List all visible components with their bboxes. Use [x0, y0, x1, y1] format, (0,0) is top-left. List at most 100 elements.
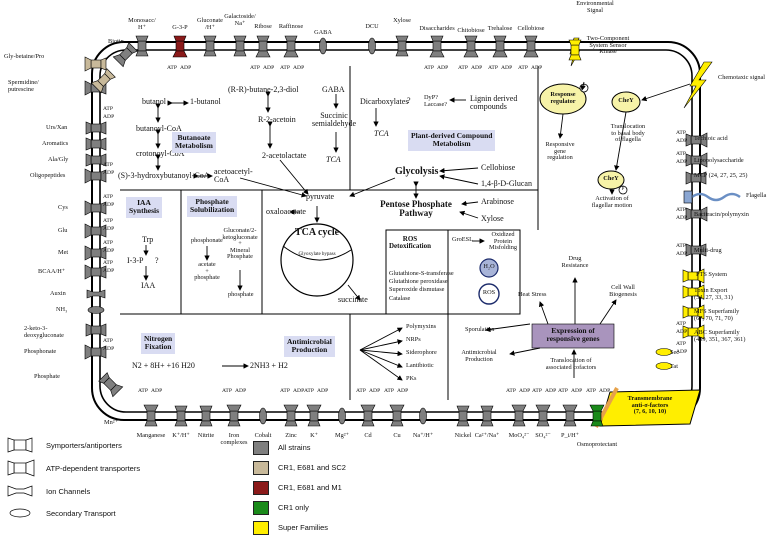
left-transporter-0: [84, 56, 107, 72]
top-transporter-6: [319, 37, 327, 55]
arrow-group: [143, 81, 691, 381]
keto-label: 2-keto-3- deoxygluconate: [24, 325, 64, 339]
bottom-atp-6: ATP: [506, 388, 516, 394]
nh3-label: NH₃: [56, 306, 68, 313]
left-transporter-11: [87, 306, 105, 314]
ros-title: ROS Detoxification: [389, 235, 431, 251]
biotin-label: Biotin: [108, 38, 124, 45]
multidrug-label: Multi-drug: [694, 247, 722, 254]
phos-title: Phosphate Solubilization: [187, 196, 238, 217]
cellobiose-inner-label: Cellobiose: [481, 163, 516, 172]
right-transporter-4: [685, 243, 707, 257]
left-transporter-5: [84, 168, 107, 184]
top-transporter-1: [172, 35, 188, 58]
left-adp-5: ADP: [103, 268, 115, 274]
tca-title: TCA cycle: [294, 227, 340, 238]
legend-swatch-superfam: [253, 521, 269, 535]
left-transporter-10: [86, 289, 106, 299]
cellobiose-top-label: Cellobiose: [517, 25, 545, 32]
urs-label: Urs/Xan: [46, 124, 68, 131]
bacitracin-label: Bacitracin/polymyxin: [694, 211, 749, 218]
superfamily-transporter-3: [682, 324, 705, 340]
right-adp-1: ADP: [676, 159, 688, 165]
bottom-adp-8: ADP: [571, 388, 583, 394]
oxaloacetate-label: oxaloacetate: [266, 207, 306, 216]
top-transporter-4: [255, 35, 271, 58]
left-adp-2: ADP: [103, 202, 115, 208]
arrow-chey: [614, 111, 627, 171]
legend-swatch-cr1e681sc2: [253, 461, 269, 475]
mg-label: Mg²⁺: [335, 432, 349, 439]
arrow-succinate: [347, 284, 361, 301]
nitrite-label: Nitrite: [197, 432, 215, 439]
right-atp-1: ATP: [676, 151, 686, 157]
acetolactate-label: 2-acetolactate: [262, 151, 307, 160]
bottom-adp-7: ADP: [545, 388, 557, 394]
translocation-cofactors-label: Translocation of associated cofactors: [545, 357, 597, 371]
xylose-inner-label: Xylose: [481, 214, 504, 223]
bottom-adp-9: ADP: [599, 388, 611, 394]
antimicrobial-item-2: Siderophore: [406, 349, 437, 356]
top-adp-5: ADP: [501, 65, 513, 71]
butanediol-label: (R-R)-butane-2,3-diol: [228, 85, 299, 94]
mfs-label: MFS Superfamily (67, 70, 71, 70): [694, 308, 740, 322]
left-atp-2: ATP: [103, 194, 113, 200]
right-adp-3: ADP: [676, 251, 688, 257]
h2o-circle: [479, 258, 499, 278]
right-adp-4: ADP: [676, 329, 688, 335]
arrow-antimicro-response: [509, 347, 541, 356]
flagella-label: Flagella: [746, 192, 767, 199]
bottom-transporter-11: [456, 405, 470, 427]
top-transporter-5: [283, 35, 299, 58]
arrow-antimicrobial-1: [359, 339, 403, 351]
bottom-transporter-12: [480, 405, 494, 427]
top-adp-0: ADP: [180, 65, 192, 71]
spermidine-label: Spermidine/ putrescine: [8, 79, 39, 93]
bottom-atp-3: ATP: [304, 388, 314, 394]
arrow-antimicrobial-4: [359, 349, 403, 381]
zinc-label: Zinc: [285, 432, 297, 439]
legend-all-label: All strains: [278, 443, 311, 452]
ros-label: ROS: [482, 289, 496, 296]
left-transporter-13: [84, 344, 107, 360]
left-transporter-9: [84, 264, 107, 280]
left-transporter-2: [85, 121, 107, 135]
top-atp-6: ATP: [518, 65, 528, 71]
oligopeptides-label: Oligopeptides: [30, 172, 66, 179]
monosac-label: Monosacc/ H⁺: [128, 17, 156, 31]
gaba-inner-label: GABA: [322, 85, 345, 94]
top-atp-4: ATP: [458, 65, 468, 71]
cellwall-label: Cell Wall Biogenesis: [609, 284, 637, 298]
legend-symporter-icon: [7, 437, 33, 453]
arrow-acetolactate: [279, 159, 309, 195]
legend-swatch-cr1e681m1: [253, 481, 269, 495]
left-atp-0: ATP: [103, 106, 113, 112]
bottom-transporter-8: [360, 404, 376, 427]
top-transporter-3: [233, 35, 247, 57]
bottom-transporter-13: [511, 404, 527, 427]
top-transporter-9: [429, 35, 445, 58]
glu-label: Glu: [58, 227, 68, 234]
heat-stress-label: Heat Stress: [518, 291, 547, 298]
legend-ion-label: Ion Channels: [46, 487, 91, 496]
top-atp-5: ATP: [488, 65, 498, 71]
flagella-icon: [691, 192, 741, 202]
butanoylcoa-label: butanoyl-CoA: [136, 124, 182, 133]
arrow-cellwall: [599, 299, 617, 325]
cd-label: Cd: [364, 432, 372, 439]
antimicrobial-title: Antimicrobial Production: [284, 336, 335, 357]
met-label: Met: [58, 249, 69, 256]
bcaa-label: BCAA/H⁺: [38, 268, 66, 275]
two-component-sensor: [568, 39, 582, 61]
sec-channel: [655, 348, 673, 356]
arabinose-label: Arabinose: [481, 197, 514, 206]
top-transporter-0: [135, 35, 149, 57]
bottom-adp-0: ADP: [151, 388, 163, 394]
glyoxylate-bypass-line: [282, 245, 352, 261]
bottom-atp-2: ATP: [280, 388, 290, 394]
right-transporter-3: [685, 206, 708, 222]
cu-label: Cu: [393, 432, 401, 439]
two-component-label: Two-Component System Sensor Kinase: [586, 35, 630, 56]
ca-label: Ca²⁺/Na⁺: [474, 432, 500, 439]
